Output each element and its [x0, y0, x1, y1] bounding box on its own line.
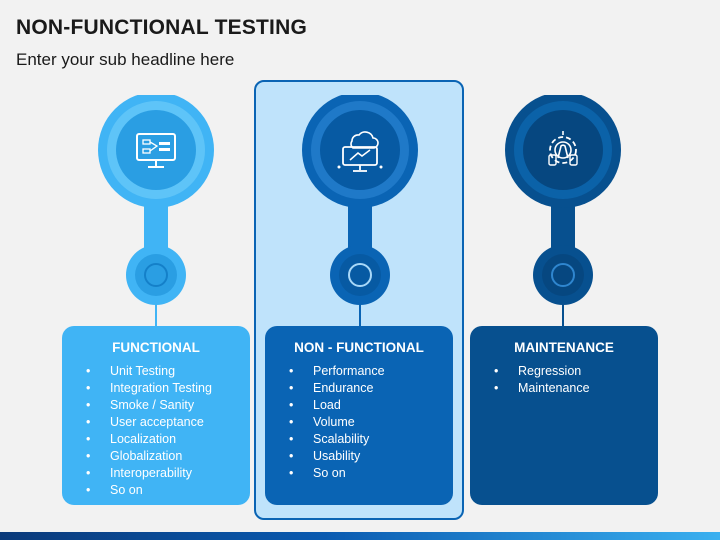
list-item: Localization	[86, 431, 250, 448]
list-item: Performance	[289, 363, 453, 380]
list-item: Usability	[289, 448, 453, 465]
list-item: Endurance	[289, 380, 453, 397]
list-item: So on	[86, 482, 250, 499]
list-item: Globalization	[86, 448, 250, 465]
list-item: Interoperability	[86, 465, 250, 482]
bottom-accent-bar	[0, 532, 720, 540]
card-list: Regression Maintenance	[470, 363, 658, 397]
pin-non-functional	[290, 95, 430, 335]
list-item: So on	[289, 465, 453, 482]
pin-functional	[86, 95, 226, 335]
card-list: Performance Endurance Load Volume Scalab…	[265, 363, 453, 482]
pin-maintenance	[493, 95, 633, 335]
cloud-monitor-icon	[330, 125, 390, 175]
page-title: NON-FUNCTIONAL TESTING	[16, 16, 307, 39]
card-list: Unit Testing Integration Testing Smoke /…	[62, 363, 250, 499]
list-item: Scalability	[289, 431, 453, 448]
list-item: Load	[289, 397, 453, 414]
list-item: Regression	[494, 363, 658, 380]
list-item: Volume	[289, 414, 453, 431]
card-title: NON - FUNCTIONAL	[294, 340, 424, 355]
monitor-flowchart-icon	[126, 125, 186, 175]
card-non-functional: NON - FUNCTIONAL Performance Endurance L…	[265, 326, 453, 505]
list-item: Maintenance	[494, 380, 658, 397]
list-item: Unit Testing	[86, 363, 250, 380]
card-title: MAINTENANCE	[514, 340, 614, 355]
gear-wrench-icon	[533, 125, 593, 175]
card-functional: FUNCTIONAL Unit Testing Integration Test…	[62, 326, 250, 505]
list-item: Smoke / Sanity	[86, 397, 250, 414]
card-title: FUNCTIONAL	[112, 340, 200, 355]
card-maintenance: MAINTENANCE Regression Maintenance	[470, 326, 658, 505]
list-item: Integration Testing	[86, 380, 250, 397]
page-subtitle: Enter your sub headline here	[16, 50, 235, 69]
list-item: User acceptance	[86, 414, 250, 431]
